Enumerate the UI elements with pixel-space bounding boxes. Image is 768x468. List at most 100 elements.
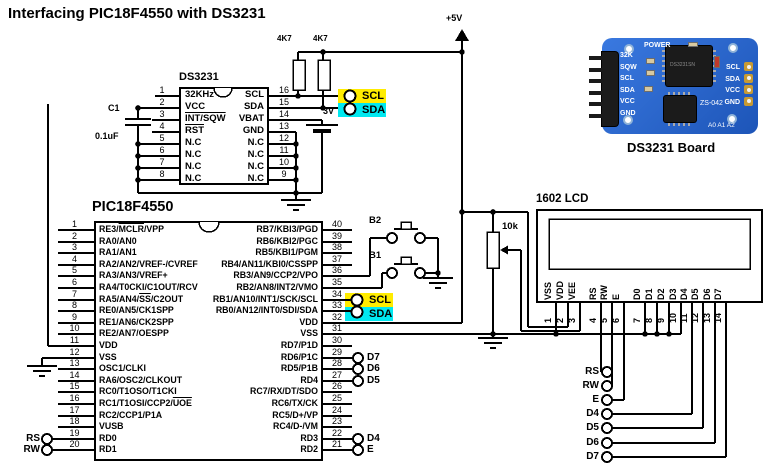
pin-number: 20: [69, 439, 80, 449]
board-pin-label: VCC: [620, 98, 635, 105]
terminal-circle: [601, 366, 613, 378]
lcd-pin-label: RW: [599, 285, 609, 300]
ds-pin-label: N.C: [185, 161, 202, 172]
pic-connector-label: RW: [23, 444, 40, 455]
lcd-pin-label: D4: [679, 288, 689, 300]
scl-net-label-pic: SCL: [369, 294, 391, 306]
pic-pin-label: RE3/MCLR/VPP: [99, 224, 165, 234]
pic-pin-label: RD2: [300, 444, 318, 454]
pic-pin-label: RC1/T1OSI/CCP2/UOE: [99, 398, 192, 408]
pin-number: 4: [159, 121, 165, 131]
junction-dot: [459, 209, 465, 215]
terminal-circle: [601, 422, 613, 434]
pin-number: 34: [331, 289, 342, 299]
lcd-pin-label: D7: [713, 288, 723, 300]
terminal-circle: [352, 444, 364, 456]
resistor-r2-label: 4K7: [313, 34, 328, 43]
lcd-pin-label: VEE: [567, 281, 577, 300]
pin-number: 22: [331, 428, 342, 438]
pin-number: 31: [331, 323, 342, 333]
resistor-r2: [317, 59, 331, 91]
lcd-pin-number: 4: [588, 317, 598, 323]
lcd-pin-number: 2: [555, 317, 565, 323]
ds-pin-label: RST: [185, 125, 204, 136]
lcd-pin-label: VDD: [555, 280, 565, 300]
pin-number: 26: [331, 381, 342, 391]
pin-number: 1: [71, 219, 77, 229]
pic-pin-label: RA0/AN0: [99, 236, 137, 246]
lcd-connector-label: D7: [586, 451, 599, 462]
pic-pin-label: RA1/AN1: [99, 247, 137, 257]
button-b2-cap: [400, 221, 412, 230]
pic-pin-label: RD1: [99, 444, 117, 454]
pin-number: 40: [331, 219, 342, 229]
terminal-circle: [601, 451, 613, 463]
board-header-pin: [589, 67, 604, 72]
chip-legs: [668, 92, 692, 95]
net-terminal-circle: [350, 293, 364, 307]
board-pin-label: SCL: [620, 75, 634, 82]
pin-number: 13: [69, 358, 80, 368]
pin-number: 23: [331, 416, 342, 426]
pin-number: 14: [278, 109, 289, 119]
pic-pin-label: RA6/OSC2/CLKOUT: [99, 375, 183, 385]
junction-dot: [490, 209, 496, 215]
resistor-r1: [292, 59, 306, 91]
pic18f4550-notch: [198, 221, 220, 233]
pin-number: 7: [71, 289, 77, 299]
pin-number: 17: [69, 405, 80, 415]
lcd-pin-label: E: [611, 293, 621, 300]
terminal-circle: [414, 267, 426, 279]
pin-number: 6: [71, 277, 77, 287]
net-terminal-circle: [350, 305, 364, 319]
board-pin-label: GND: [724, 98, 740, 106]
lcd-pin-number: 14: [713, 312, 723, 323]
terminal-circle: [414, 232, 426, 244]
pic-connector-label: D5: [367, 375, 380, 386]
lcd-pin-label: VSS: [543, 281, 553, 300]
lcd-pin-number: 12: [690, 312, 700, 323]
pin-number: 11: [279, 145, 289, 155]
ds-pin-label: 32KHz: [185, 89, 215, 100]
lcd-pin-number: 11: [679, 313, 689, 323]
pin-number: 2: [159, 97, 165, 107]
lcd-pin-number: 7: [632, 317, 642, 323]
pic-pin-label: RE1/AN6/CK2SPP: [99, 317, 174, 327]
lcd-pin-number: 3: [567, 317, 577, 323]
board-hole: [624, 44, 634, 54]
ds-pin-label: GND: [242, 125, 264, 136]
pic-pin-label: RD4: [300, 375, 318, 385]
pin-number: 25: [331, 393, 342, 403]
ds-pin-label: SDA: [243, 101, 264, 112]
pic-pin-label: RA5/AN4/SS/C2OUT: [99, 294, 184, 304]
terminal-circle: [601, 437, 613, 449]
board-pin-label: SCL: [726, 64, 740, 71]
junction-dot: [490, 331, 496, 337]
junction-dot: [293, 141, 299, 147]
lcd-name: 1602 LCD: [536, 193, 589, 205]
pic-connector-label: D4: [367, 433, 380, 444]
pic-pin-label: RB0/AN12/INT0/SDI/SDA: [215, 305, 318, 315]
junction-dot: [293, 165, 299, 171]
pot-label: 10k: [502, 221, 518, 232]
lcd-box: [536, 209, 763, 303]
junction-dot: [435, 270, 441, 276]
lcd-connector-label: RW: [582, 380, 599, 391]
pic-pin-label: VUSB: [99, 421, 124, 431]
pic-pin-label: VSS: [300, 328, 318, 338]
board-pad: [744, 96, 753, 106]
lcd-connector-label: D4: [586, 408, 599, 419]
pic-pin-label: RE2/AN7/OESPP: [99, 328, 169, 338]
board-pin-label: VCC: [725, 87, 740, 94]
board-power-label: POWER: [644, 42, 671, 49]
button-b1-label: B1: [369, 250, 382, 261]
pin-number: 13: [278, 121, 289, 131]
board-header-pin: [589, 79, 604, 84]
pic-pin-label: RC5/D+/VP: [272, 410, 318, 420]
junction-dot: [666, 331, 672, 337]
pin-number: 36: [331, 265, 342, 275]
smd-diode: [714, 56, 720, 68]
pic-connector-label: E: [367, 444, 374, 455]
ds-pin-label: N.C: [185, 149, 202, 160]
board-header-pin: [589, 102, 604, 107]
